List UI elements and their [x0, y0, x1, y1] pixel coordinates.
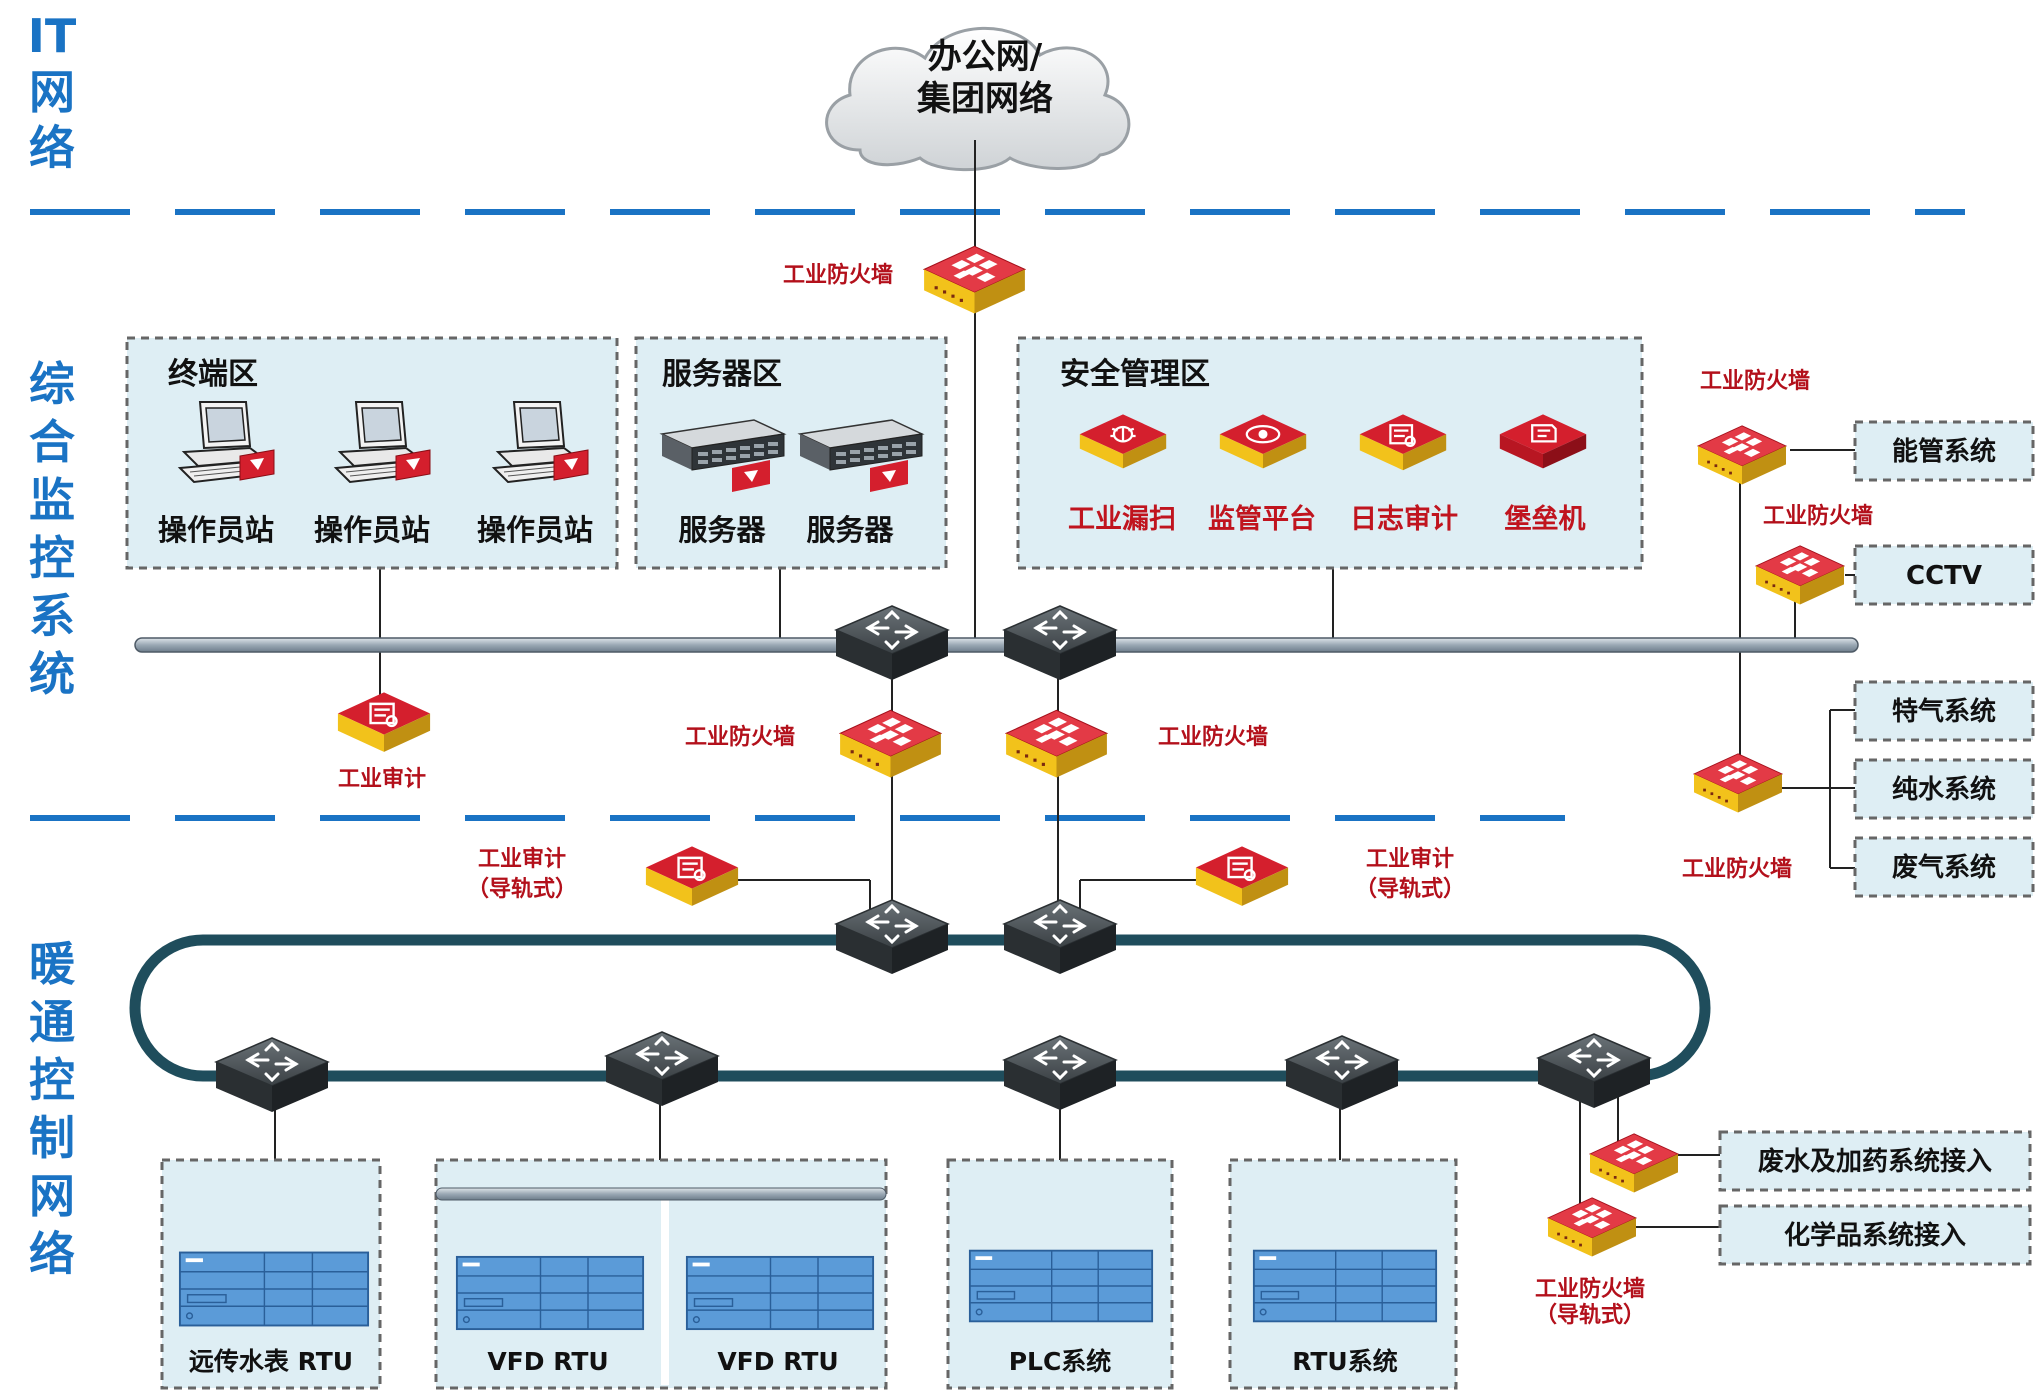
svg-text:特气系统: 特气系统: [1892, 696, 1996, 727]
core-switch-icon: [834, 604, 950, 682]
svg-text:纯水系统: 纯水系统: [1892, 774, 1996, 805]
ring-switch-icon: [604, 1030, 720, 1108]
field-plc-system: PLC系统: [946, 1158, 1174, 1390]
security-area-title: 安全管理区: [1060, 357, 1210, 392]
zone-label-hvac: 暖通控制网络: [29, 937, 76, 1281]
firewall-icon: [1697, 425, 1787, 485]
ring-switch-icon: [214, 1036, 330, 1114]
firewall-label: 工业防火墙: [783, 263, 893, 288]
svg-text:PLC系统: PLC系统: [1009, 1347, 1112, 1376]
system-box-chemical: 化学品系统接入: [1718, 1204, 2032, 1266]
rail-audit-icon: [1194, 845, 1290, 908]
svg-text:废水及加药系统接入: 废水及加药系统接入: [1758, 1146, 1992, 1177]
system-box-cctv: CCTV: [1853, 544, 2035, 606]
svg-text:VFD RTU: VFD RTU: [487, 1347, 608, 1376]
rail-firewall-label: 工业防火墙: [1535, 1277, 1645, 1302]
office-network-cloud: 办公网/ 集团网络: [825, 26, 1131, 172]
plc-icon: [178, 1251, 370, 1327]
cloud-label-line1: 办公网/: [928, 37, 1043, 77]
vfd-sub-bus: [435, 1187, 887, 1201]
audit-label: 工业审计: [338, 766, 426, 792]
firewall-icon: [1755, 545, 1845, 605]
plc-icon: [455, 1255, 645, 1331]
system-box-special-gas: 特气系统: [1853, 680, 2035, 742]
svg-text:远传水表 RTU: 远传水表 RTU: [189, 1347, 353, 1376]
firewall-label: 工业防火墙: [1763, 504, 1873, 529]
workstation-label: 操作员站: [314, 513, 430, 547]
core-switch-icon: [1002, 604, 1118, 682]
vuln-scanner-label: 工业漏扫: [1068, 504, 1176, 535]
svg-text:CCTV: CCTV: [1906, 561, 1982, 591]
terminal-area-title: 终端区: [168, 357, 258, 392]
ring-switch-icon: [1002, 1034, 1118, 1112]
firewall-icon: [1589, 1133, 1679, 1193]
cloud-label-line2: 集团网络: [916, 79, 1053, 119]
firewall-label: 工业防火墙: [1700, 369, 1810, 394]
rail-audit-label: 工业审计: [1366, 846, 1454, 872]
plc-icon: [685, 1255, 875, 1331]
system-box-wastewater: 废水及加药系统接入: [1718, 1130, 2032, 1192]
svg-text:RTU系统: RTU系统: [1292, 1347, 1397, 1376]
firewall-icon: [839, 709, 942, 779]
audit-icon: [336, 691, 432, 754]
monitor-platform-label: 监管平台: [1208, 503, 1316, 535]
ring-switch-icon: [834, 898, 950, 976]
svg-text:能管系统: 能管系统: [1892, 436, 1996, 467]
plc-icon: [1252, 1249, 1438, 1323]
field-meter-rtu: 远传水表 RTU: [160, 1158, 382, 1390]
server-label: 服务器: [806, 513, 894, 547]
firewall-label: 工业防火墙: [1158, 725, 1268, 750]
log-audit-label: 日志审计: [1350, 503, 1458, 535]
server-area-title: 服务器区: [662, 357, 782, 392]
field-rtu-system: RTU系统: [1228, 1158, 1458, 1390]
ring-switch-icon: [1002, 898, 1118, 976]
rail-audit-icon: [644, 845, 740, 908]
rail-audit-label: 工业审计: [478, 846, 566, 872]
svg-text:化学品系统接入: 化学品系统接入: [1784, 1220, 1966, 1251]
firewall-icon: [923, 245, 1026, 315]
zone-label-integrated: 综合监控系统: [29, 357, 75, 701]
system-box-pure-water: 纯水系统: [1853, 758, 2035, 820]
ring-switch-icon: [1536, 1032, 1652, 1110]
svg-text:暖通控制网络: 暖通控制网络: [29, 937, 76, 1281]
svg-text:废气系统: 废气系统: [1892, 852, 1996, 883]
plc-icon: [968, 1249, 1154, 1323]
field-vfd-group: VFD RTU VFD RTU: [434, 1158, 888, 1390]
svg-text:综合监控系统: 综合监控系统: [29, 357, 75, 701]
server-label: 服务器: [678, 513, 766, 547]
system-box-energy: 能管系统: [1853, 420, 2035, 482]
system-box-exhaust: 废气系统: [1853, 836, 2035, 898]
firewall-label: 工业防火墙: [1682, 857, 1792, 882]
bastion-host-label: 堡垒机: [1505, 503, 1586, 535]
firewall-icon: [1693, 753, 1783, 813]
firewall-icon: [1005, 709, 1108, 779]
rail-audit-label: （导轨式）: [467, 876, 577, 902]
integrated-bus: [134, 637, 1859, 653]
workstation-label: 操作员站: [477, 513, 593, 547]
ring-switch-icon: [1284, 1034, 1400, 1112]
rail-audit-label: （导轨式）: [1355, 876, 1465, 902]
firewall-icon: [1547, 1197, 1637, 1257]
svg-text:VFD RTU: VFD RTU: [717, 1347, 838, 1376]
workstation-label: 操作员站: [158, 513, 274, 547]
rail-firewall-label: （导轨式）: [1535, 1302, 1645, 1328]
firewall-label: 工业防火墙: [685, 725, 795, 750]
